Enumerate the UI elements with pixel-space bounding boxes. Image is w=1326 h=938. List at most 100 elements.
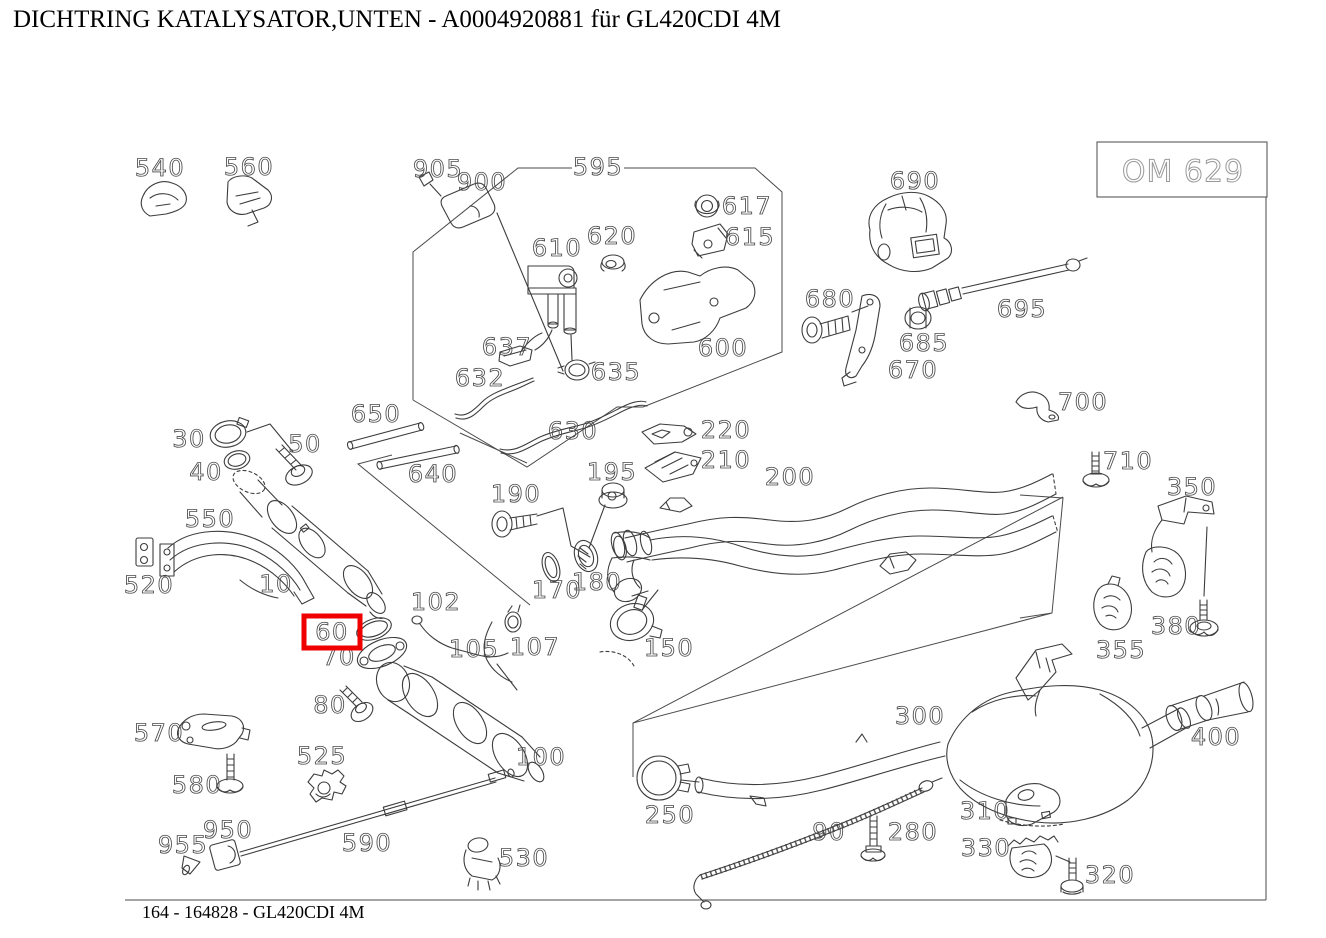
- part-label-955[interactable]: 955: [157, 831, 208, 860]
- part-sketch-250: [636, 755, 700, 801]
- part-label-600[interactable]: 600: [697, 334, 748, 363]
- part-sketch-695: [918, 257, 1088, 312]
- part-label-520[interactable]: 520: [123, 571, 174, 600]
- part-label-60[interactable]: 60: [315, 618, 349, 647]
- part-label-150[interactable]: 150: [643, 634, 694, 663]
- part-sketch-550: [159, 530, 315, 605]
- part-sketch-635: [557, 359, 596, 381]
- part-label-560[interactable]: 560: [223, 153, 274, 182]
- part-label-350[interactable]: 350: [1166, 473, 1217, 502]
- part-sketch-40: [223, 450, 251, 470]
- selected-part-highlight: [301, 613, 363, 651]
- part-sketch-70: [356, 636, 408, 670]
- part-sketch-105: [483, 621, 518, 691]
- part-label-610[interactable]: 610: [531, 234, 582, 263]
- part-label-710[interactable]: 710: [1102, 447, 1153, 476]
- om-label: OM 629: [1122, 155, 1244, 190]
- part-sketch-650: [346, 422, 425, 450]
- part-label-320[interactable]: 320: [1084, 861, 1135, 890]
- part-label-280[interactable]: 280: [887, 818, 938, 847]
- part-label-10[interactable]: 10: [259, 570, 293, 599]
- part-sketch-617: [694, 194, 720, 218]
- part-label-105[interactable]: 105: [448, 635, 499, 664]
- part-label-250[interactable]: 250: [644, 801, 695, 830]
- part-label-635[interactable]: 635: [590, 358, 641, 387]
- part-label-695[interactable]: 695: [996, 295, 1047, 324]
- part-label-637[interactable]: 637: [481, 333, 532, 362]
- part-sketch-710: [1082, 451, 1110, 488]
- part-label-617[interactable]: 617: [721, 192, 772, 221]
- part-sketch-620: [600, 254, 626, 272]
- part-label-580[interactable]: 580: [171, 771, 222, 800]
- part-sketch-540: [140, 181, 187, 217]
- part-label-80[interactable]: 80: [313, 691, 347, 720]
- part-label-540[interactable]: 540: [134, 154, 185, 183]
- part-sketch-900: [440, 182, 564, 372]
- part-sketch-630: [499, 400, 648, 455]
- part-label-100[interactable]: 100: [515, 743, 566, 772]
- part-label-595[interactable]: 595: [572, 153, 623, 182]
- part-label-210[interactable]: 210: [700, 446, 751, 475]
- part-label-632[interactable]: 632: [454, 364, 505, 393]
- part-sketch-107: [504, 604, 522, 633]
- part-label-355[interactable]: 355: [1095, 636, 1146, 665]
- page-title: DICHTRING KATALYSATOR,UNTEN - A000492088…: [13, 6, 781, 33]
- part-label-590[interactable]: 590: [341, 829, 392, 858]
- part-sketch-10: [232, 469, 386, 619]
- part-label-950[interactable]: 950: [202, 816, 253, 845]
- part-sketch-330: [1007, 835, 1071, 879]
- part-label-300[interactable]: 300: [894, 702, 945, 731]
- part-sketch-220: [641, 423, 697, 445]
- part-label-50[interactable]: 50: [288, 430, 322, 459]
- part-label-900[interactable]: 900: [456, 168, 507, 197]
- part-label-170[interactable]: 170: [531, 576, 582, 605]
- part-label-685[interactable]: 685: [898, 329, 949, 358]
- part-label-310[interactable]: 310: [959, 797, 1010, 826]
- part-label-380[interactable]: 380: [1150, 612, 1201, 641]
- part-sketch-50: [275, 444, 313, 486]
- part-sketch-320: [1060, 857, 1084, 895]
- part-label-570[interactable]: 570: [133, 719, 184, 748]
- part-label-107[interactable]: 107: [509, 633, 560, 662]
- part-sketch-80: [339, 685, 374, 723]
- part-label-680[interactable]: 680: [804, 285, 855, 314]
- part-label-190[interactable]: 190: [490, 480, 541, 509]
- part-sketch-170: [541, 551, 561, 583]
- part-label-525[interactable]: 525: [296, 742, 347, 771]
- part-label-630[interactable]: 630: [547, 417, 598, 446]
- part-label-530[interactable]: 530: [498, 844, 549, 873]
- part-sketch-180: [573, 539, 599, 573]
- part-label-905[interactable]: 905: [412, 155, 463, 184]
- part-label-670[interactable]: 670: [887, 356, 938, 385]
- part-label-40[interactable]: 40: [189, 458, 223, 487]
- part-label-200[interactable]: 200: [764, 463, 815, 492]
- part-label-550[interactable]: 550: [184, 505, 235, 534]
- part-sketch-200: [607, 473, 1059, 603]
- part-label-30[interactable]: 30: [172, 425, 206, 454]
- part-sketch-670: [841, 293, 881, 387]
- part-label-700[interactable]: 700: [1057, 388, 1108, 417]
- part-label-102[interactable]: 102: [410, 588, 461, 617]
- part-label-640[interactable]: 640: [407, 460, 458, 489]
- part-label-220[interactable]: 220: [700, 416, 751, 445]
- part-label-650[interactable]: 650: [350, 400, 401, 429]
- part-sketch-905: [418, 171, 442, 197]
- part-sketch-195: [588, 482, 628, 549]
- part-sketch-90: [693, 777, 943, 910]
- part-sketch-690: [868, 191, 953, 273]
- part-sketch-525: [307, 769, 347, 803]
- part-label-330[interactable]: 330: [960, 834, 1011, 863]
- part-label-180[interactable]: 180: [571, 568, 622, 597]
- part-label-90[interactable]: 90: [812, 818, 846, 847]
- part-label-615[interactable]: 615: [724, 223, 775, 252]
- frame-lines: [125, 141, 1268, 901]
- part-sketch-530: [463, 837, 501, 891]
- part-label-620[interactable]: 620: [586, 222, 637, 251]
- part-label-195[interactable]: 195: [586, 458, 637, 487]
- part-label-690[interactable]: 690: [889, 167, 940, 196]
- part-sketch-310: [1005, 783, 1061, 827]
- part-label-400[interactable]: 400: [1190, 723, 1241, 752]
